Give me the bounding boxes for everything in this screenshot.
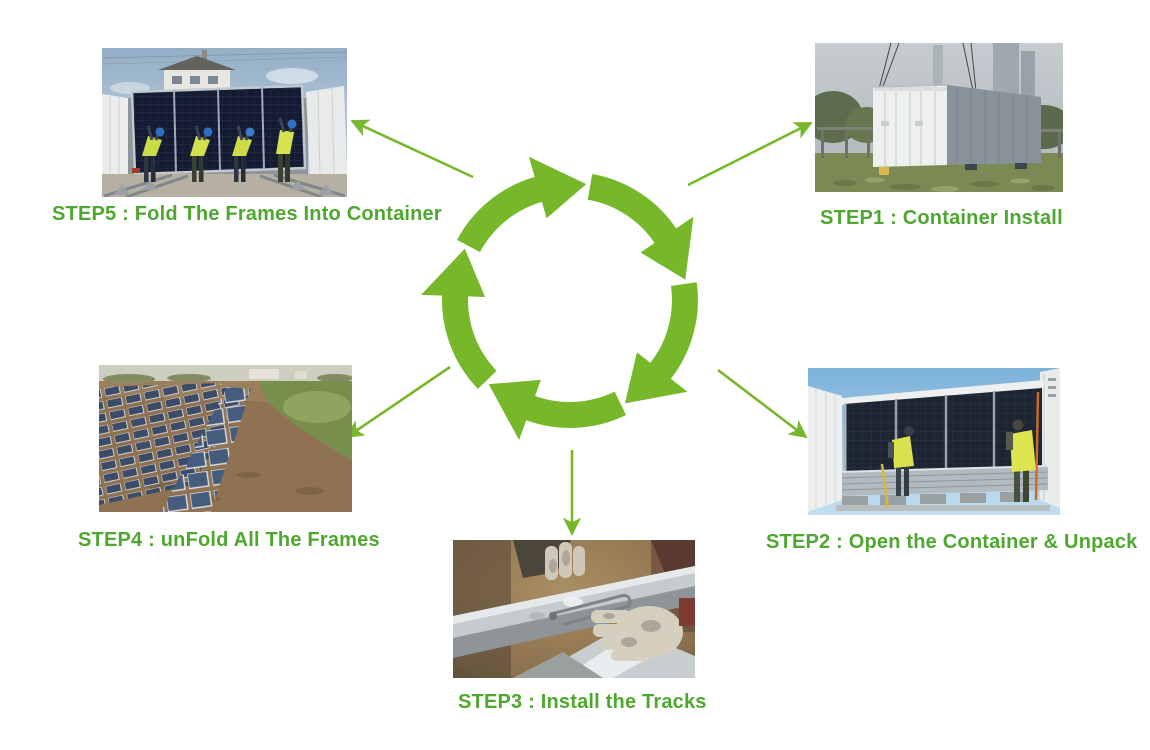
worker-right [1006, 419, 1036, 502]
panel-row [161, 387, 251, 512]
step3-photo [453, 540, 695, 678]
cycle-segment-4 [473, 334, 621, 450]
panel-field [99, 383, 249, 505]
step3-caption: STEP3 : Install the Tracks [458, 691, 707, 713]
cycle-arrows-icon [420, 150, 720, 450]
step4-caption: STEP4 : unFold All The Frames [78, 529, 380, 551]
step2-photo-illustration [808, 368, 1060, 515]
step1-photo [815, 43, 1063, 192]
connector-arrow-step2 [717, 368, 808, 439]
step2-photo [808, 368, 1060, 515]
step5-caption: STEP5 : Fold The Frames Into Container [52, 203, 442, 225]
workers [142, 117, 297, 182]
step4-photo-illustration [99, 365, 352, 512]
step4-photo [99, 365, 352, 512]
step3-photo-illustration [453, 540, 695, 678]
cycle-segment-2 [590, 159, 711, 299]
worker-left [888, 426, 914, 496]
step2-caption: STEP2 : Open the Container & Unpack [766, 531, 1138, 553]
step1-caption: STEP1 : Container Install [820, 207, 1063, 229]
step5-photo [102, 48, 347, 197]
cycle-segment-5 [420, 240, 524, 380]
step5-photo-illustration [102, 48, 347, 197]
step1-photo-illustration [815, 43, 1063, 192]
cycle-segment-1 [469, 157, 587, 246]
